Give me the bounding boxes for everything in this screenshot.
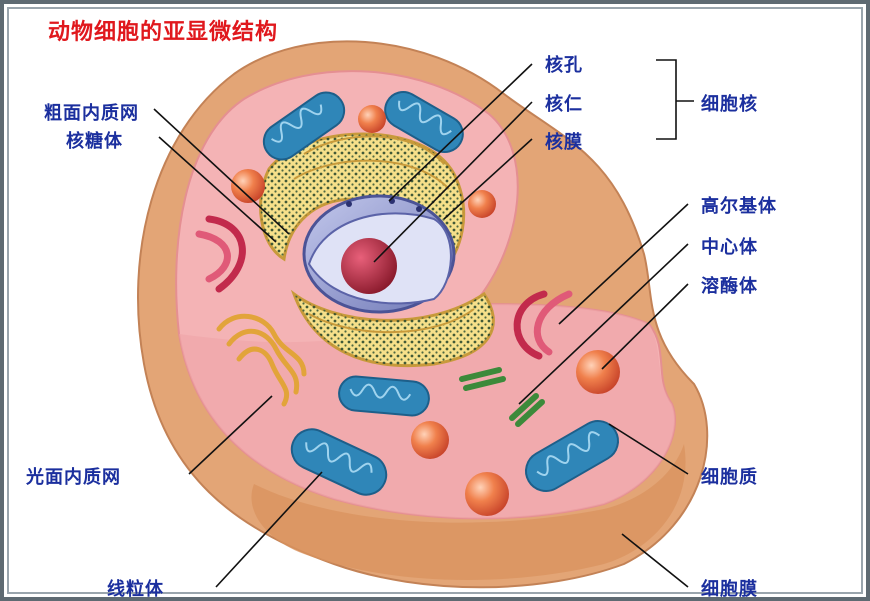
centrosome bbox=[459, 367, 545, 427]
label-mitochondrion: 线粒体 bbox=[107, 579, 164, 600]
rough-er bbox=[259, 132, 495, 368]
diagram-title: 动物细胞的亚显微结构 bbox=[48, 20, 279, 45]
label-nucleolus: 核仁 bbox=[545, 94, 583, 115]
golgi-apparatus bbox=[195, 215, 573, 360]
smooth-er bbox=[216, 313, 307, 407]
label-rough-er: 粗面内质网 bbox=[44, 103, 139, 124]
cell-illustration bbox=[137, 40, 709, 589]
label-nuclear-envelope: 核膜 bbox=[545, 132, 583, 153]
nucleus bbox=[302, 194, 456, 314]
label-ribosome: 核糖体 bbox=[66, 131, 123, 152]
lysosomes bbox=[231, 105, 620, 516]
mitochondria bbox=[262, 91, 619, 496]
label-golgi: 高尔基体 bbox=[701, 196, 777, 217]
label-smooth-er: 光面内质网 bbox=[26, 467, 121, 488]
label-lysosome: 溶酶体 bbox=[701, 276, 758, 297]
label-nucleus: 细胞核 bbox=[701, 94, 758, 115]
leader-lines bbox=[153, 59, 694, 588]
label-nuclear-pore: 核孔 bbox=[545, 55, 583, 76]
label-cytoplasm: 细胞质 bbox=[701, 467, 758, 488]
label-centrosome: 中心体 bbox=[701, 237, 758, 258]
label-cell-membrane: 细胞膜 bbox=[701, 579, 758, 600]
